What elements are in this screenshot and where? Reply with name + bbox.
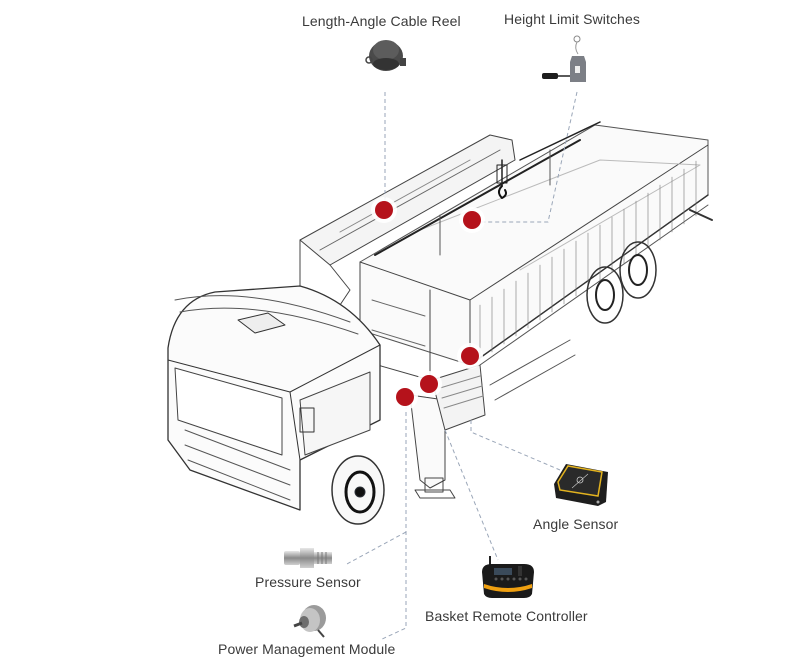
limit-switch-icon xyxy=(542,35,586,82)
encoder-icon xyxy=(293,605,326,638)
label-basket-remote: Basket Remote Controller xyxy=(425,608,588,624)
hotspot-boom-tip[interactable] xyxy=(463,211,481,229)
label-height-limit: Height Limit Switches xyxy=(504,11,640,27)
leader-lines xyxy=(344,91,578,641)
front-wheel xyxy=(331,455,385,525)
cable-reel-icon xyxy=(365,40,406,71)
leader-height-limit xyxy=(480,91,578,223)
leader-power-module xyxy=(379,405,407,641)
rear-wheels xyxy=(586,241,657,324)
hotspot-body[interactable] xyxy=(461,347,479,365)
leader-pressure-sensor xyxy=(344,531,407,566)
flatbed xyxy=(359,124,713,401)
leader-angle-sensor xyxy=(470,420,561,471)
label-angle-sensor: Angle Sensor xyxy=(533,516,619,532)
label-power-module: Power Management Module xyxy=(218,641,396,657)
label-pressure-sensor: Pressure Sensor xyxy=(255,574,361,590)
hotspot-boom[interactable] xyxy=(375,201,393,219)
outrigger xyxy=(409,364,486,499)
truck-cab xyxy=(167,285,381,511)
angle-sensor-icon xyxy=(554,464,608,506)
crane-boom xyxy=(299,121,601,321)
remote-controller-icon xyxy=(482,556,534,598)
leader-basket-remote xyxy=(444,429,499,561)
label-cable-reel: Length-Angle Cable Reel xyxy=(302,13,461,29)
pressure-sensor-icon xyxy=(284,548,332,568)
hotspot-valve[interactable] xyxy=(420,375,438,393)
hotspot-pump[interactable] xyxy=(396,388,414,406)
